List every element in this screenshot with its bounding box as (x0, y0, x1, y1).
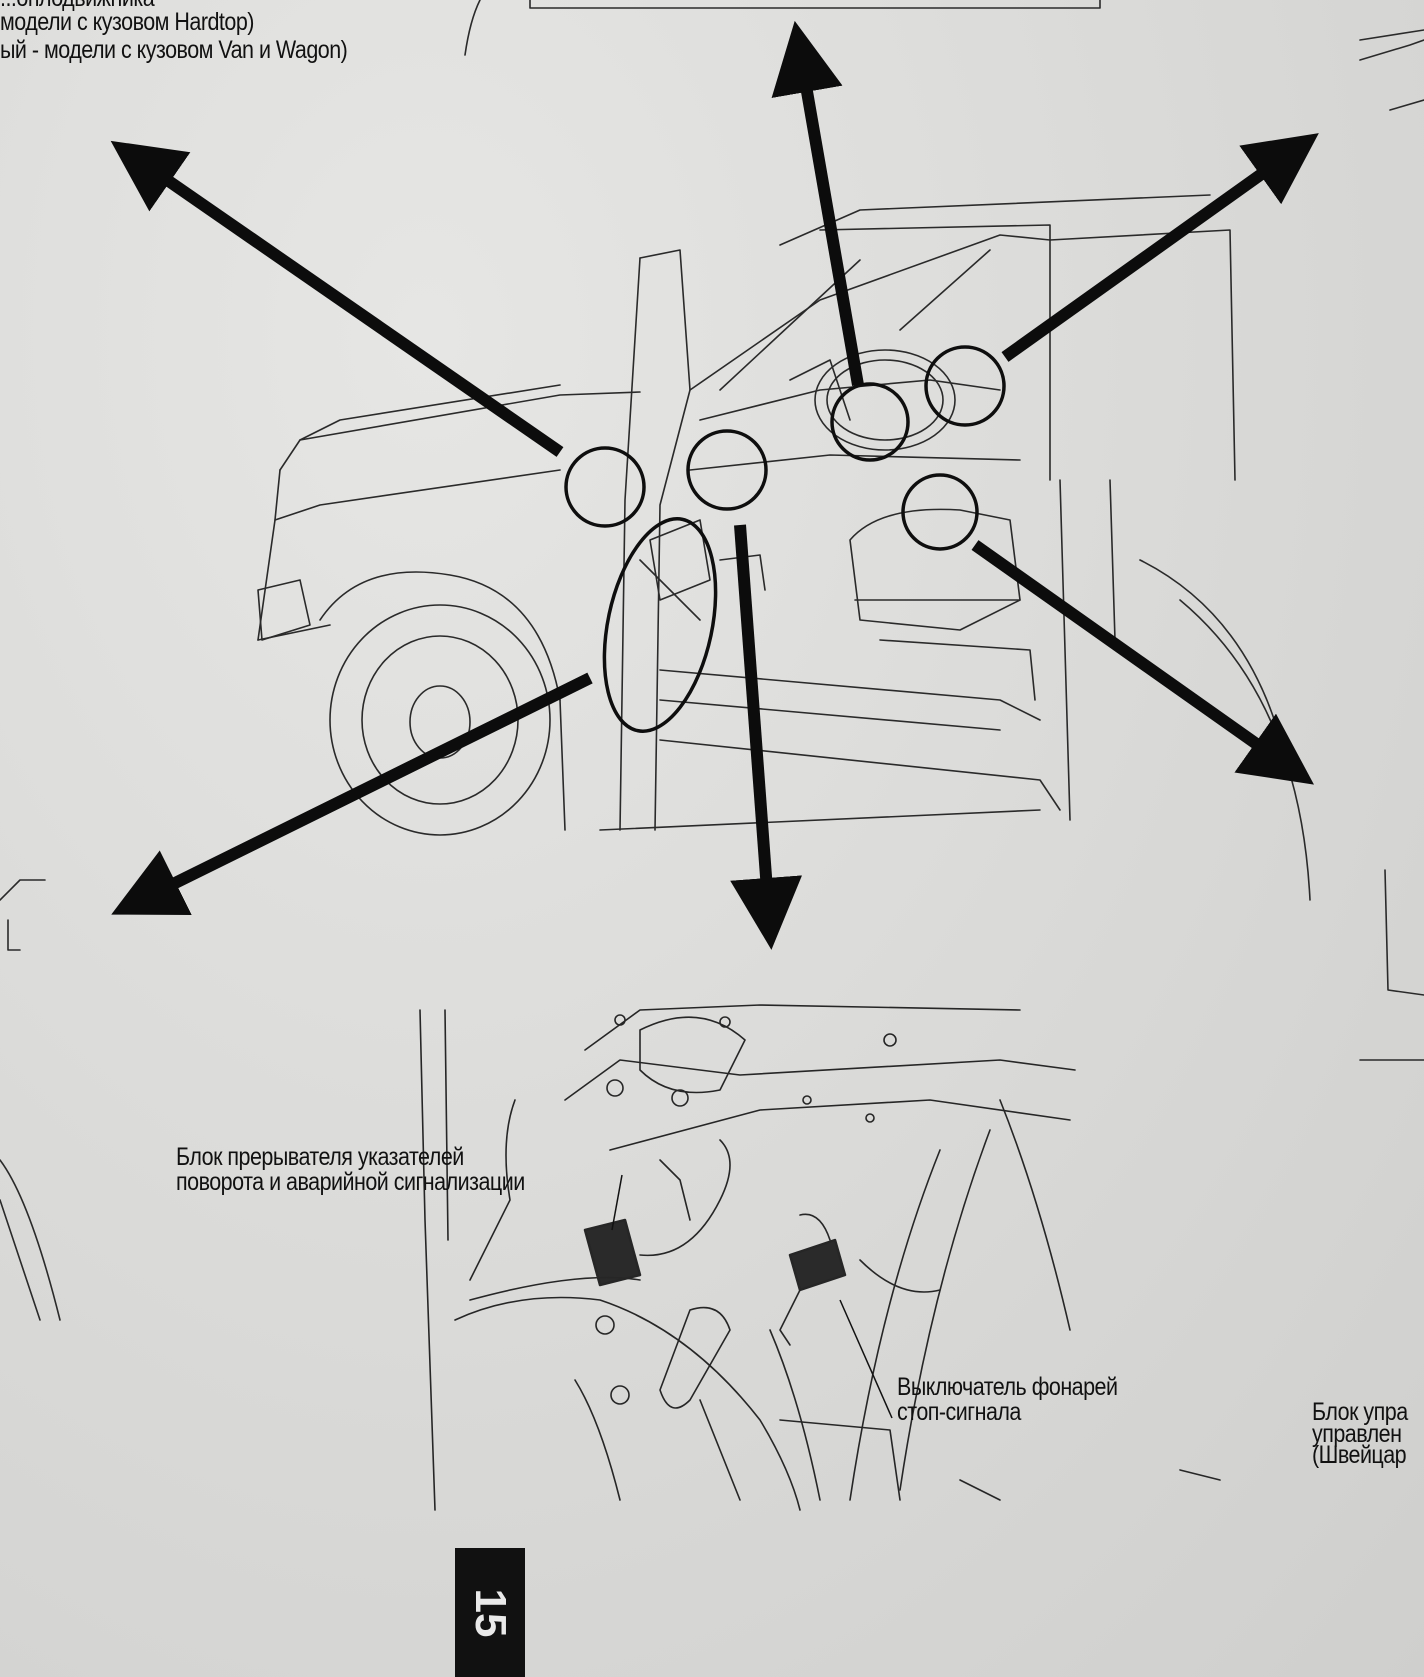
callout-flasher-line-1: Блок прерывателя указателей (176, 1143, 464, 1171)
header-note-line-1: ...оплодвижника (0, 0, 155, 11)
marker-flasher (564, 446, 646, 528)
under-dash-detail (419, 1004, 1221, 1511)
arrow-up (771, 20, 864, 387)
marker-pedal-area (602, 517, 718, 733)
marker-control (924, 345, 1006, 427)
callout-control-line-2: управлен (1312, 1420, 1402, 1448)
arrow-lower-right (971, 540, 1314, 785)
marker-column (686, 429, 768, 511)
callout-leaders (611, 1174, 893, 1419)
arrow-upper-left (110, 140, 564, 457)
header-note-line-2: модели с кузовом Hardtop) (0, 8, 254, 36)
callout-stop-switch-line-1: Выключатель фонарей (897, 1373, 1118, 1401)
pointer-arrows (110, 20, 1319, 950)
arrow-down (730, 524, 803, 950)
marker-steering (830, 382, 910, 462)
callout-control-line-1: Блок упра (1312, 1398, 1408, 1426)
callout-stop-switch-line-2: стоп-сигнала (897, 1398, 1021, 1426)
callout-flasher-line-2: поворота и аварийной сигнализации (176, 1168, 525, 1196)
arrow-upper-right (1001, 133, 1319, 362)
component-markers (564, 345, 1006, 733)
page-number: 15 (466, 1588, 515, 1637)
callout-control-line-3: (Швейцар (1312, 1441, 1407, 1469)
page-number-tab: 15 (455, 1548, 525, 1677)
marker-shift (901, 473, 979, 551)
arrow-lower-left (111, 672, 593, 915)
header-note-line-3: ый - модели с кузовом Van и Wagon) (0, 36, 348, 64)
